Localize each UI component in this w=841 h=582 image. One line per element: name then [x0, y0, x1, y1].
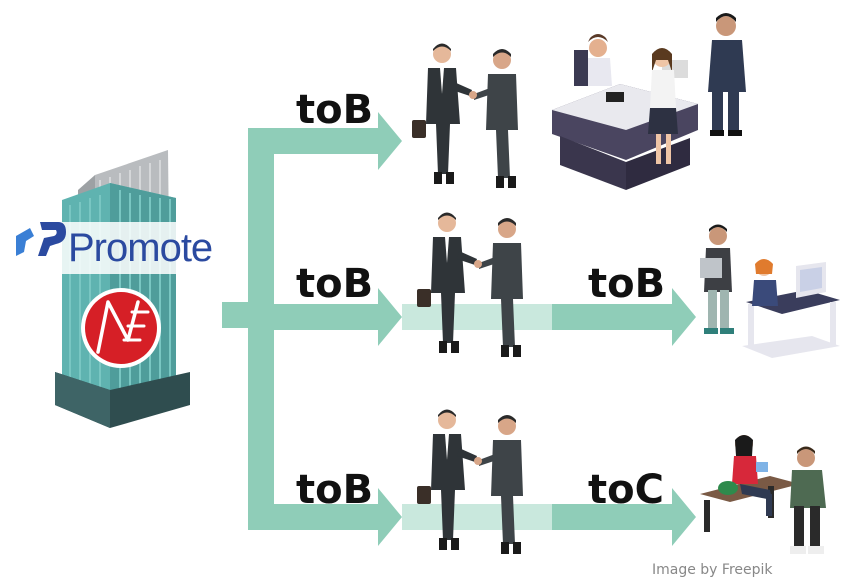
arrow-top: [248, 112, 402, 170]
flow-top-first-label: toB: [296, 87, 374, 133]
arrow-bottom: [248, 488, 402, 546]
flow-arrows: [222, 112, 696, 546]
bench-consumers-icon: [700, 435, 826, 554]
arrow-middle-link: [402, 304, 552, 330]
flow-middle-second-label: toB: [588, 261, 666, 307]
handshake-icon: [417, 409, 523, 554]
brand-name: Promote: [68, 226, 213, 270]
arrow-bottom-link: [402, 504, 552, 530]
office-desk-worker-icon: [700, 224, 840, 358]
arrow-middle-second: [552, 288, 696, 346]
arrow-bottom-second: [552, 488, 696, 546]
flow-middle-first-label: toB: [296, 261, 374, 307]
image-credit: Image by Freepik: [652, 562, 773, 578]
ne-logo-icon: [81, 288, 161, 368]
office-reception-icon: [552, 13, 746, 190]
handshake-icon: [412, 43, 518, 188]
handshake-icon: [417, 212, 523, 357]
arrow-middle: [248, 288, 402, 346]
promote-logo-icon: [16, 222, 66, 256]
flow-bottom-second-label: toC: [588, 467, 664, 513]
flow-bottom-first-label: toB: [296, 467, 374, 513]
